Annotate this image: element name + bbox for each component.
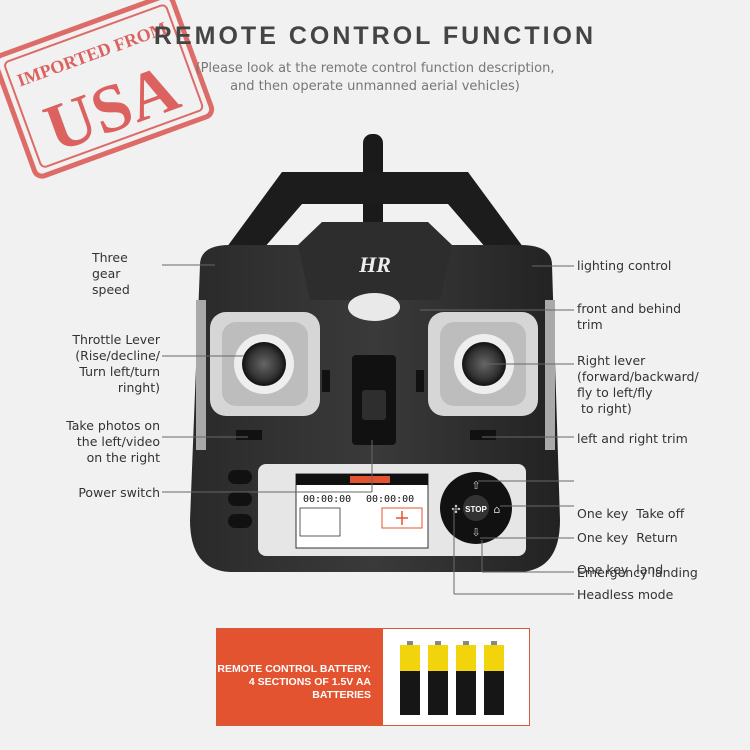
battery-label: REMOTE CONTROL BATTERY: 4 SECTIONS OF 1.…	[217, 629, 383, 725]
aa-batteries-image	[400, 641, 504, 715]
battery-2	[428, 641, 448, 715]
label-throttle-lever: Throttle Lever (Rise/decline/ Turn left/…	[72, 332, 160, 395]
carry-handle	[210, 172, 540, 270]
subtitle-line-2: and then operate unmanned aerial vehicle…	[230, 79, 520, 94]
label-one-key-return: One key Return	[577, 530, 678, 545]
label-power-switch: Power switch	[78, 485, 160, 500]
stop-button-label: STOP	[465, 505, 487, 514]
svg-text:⇧: ⇧	[471, 479, 480, 492]
screen-time-left: 00:00:00	[303, 494, 351, 505]
label-right-lever: Right lever (forward/backward/ fly to le…	[577, 353, 699, 416]
battery-4	[484, 641, 504, 715]
label-lighting-control: lighting control	[577, 258, 672, 273]
brand-logo: HR	[358, 252, 391, 277]
label-emergency-landing: Emergency landing	[577, 565, 698, 580]
label-headless-mode: Headless mode	[577, 587, 674, 602]
page-subtitle: (Please look at the remote control funct…	[130, 60, 620, 96]
page-title: REMOTE CONTROL FUNCTION	[153, 22, 597, 50]
label-one-key-land: One key land	[577, 562, 664, 577]
label-take-photos: Take photos on the left/video on the rig…	[66, 418, 160, 465]
subtitle-line-1: (Please look at the remote control funct…	[195, 61, 555, 76]
left-stick	[242, 342, 286, 386]
svg-text:✣: ✣	[451, 503, 460, 516]
svg-text:⇩: ⇩	[471, 526, 480, 539]
battery-3	[456, 641, 476, 715]
battery-panel: REMOTE CONTROL BATTERY: 4 SECTIONS OF 1.…	[216, 628, 530, 726]
indicator-light	[348, 293, 400, 321]
lcd-screen	[295, 473, 429, 549]
label-front-behind-trim: front and behind trim	[577, 301, 682, 332]
label-left-right-trim: left and right trim	[577, 431, 688, 446]
battery-1	[400, 641, 420, 715]
screen-time-right: 00:00:00	[366, 494, 414, 505]
label-three-gear-speed: Three gear speed	[92, 250, 130, 297]
label-one-key-takeoff: One key Take off	[577, 506, 685, 521]
svg-text:⌂: ⌂	[494, 503, 501, 516]
